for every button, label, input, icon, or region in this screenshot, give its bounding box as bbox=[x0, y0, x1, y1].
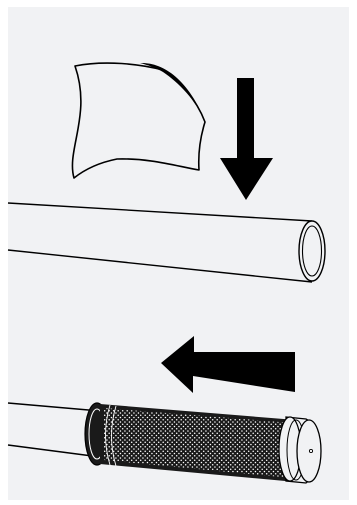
adhesive-sheet bbox=[71, 62, 206, 179]
end-plug-center bbox=[308, 448, 314, 454]
grip bbox=[84, 402, 322, 484]
tube-end-inner-rim bbox=[301, 225, 323, 277]
handlebar-tube-with-grip bbox=[7, 402, 101, 458]
sheet-curl bbox=[140, 62, 206, 123]
handlebar-tube bbox=[7, 202, 326, 283]
arrow-down-icon bbox=[220, 78, 273, 200]
tube-end-opening bbox=[298, 220, 326, 282]
arrow-left-icon bbox=[161, 336, 295, 393]
